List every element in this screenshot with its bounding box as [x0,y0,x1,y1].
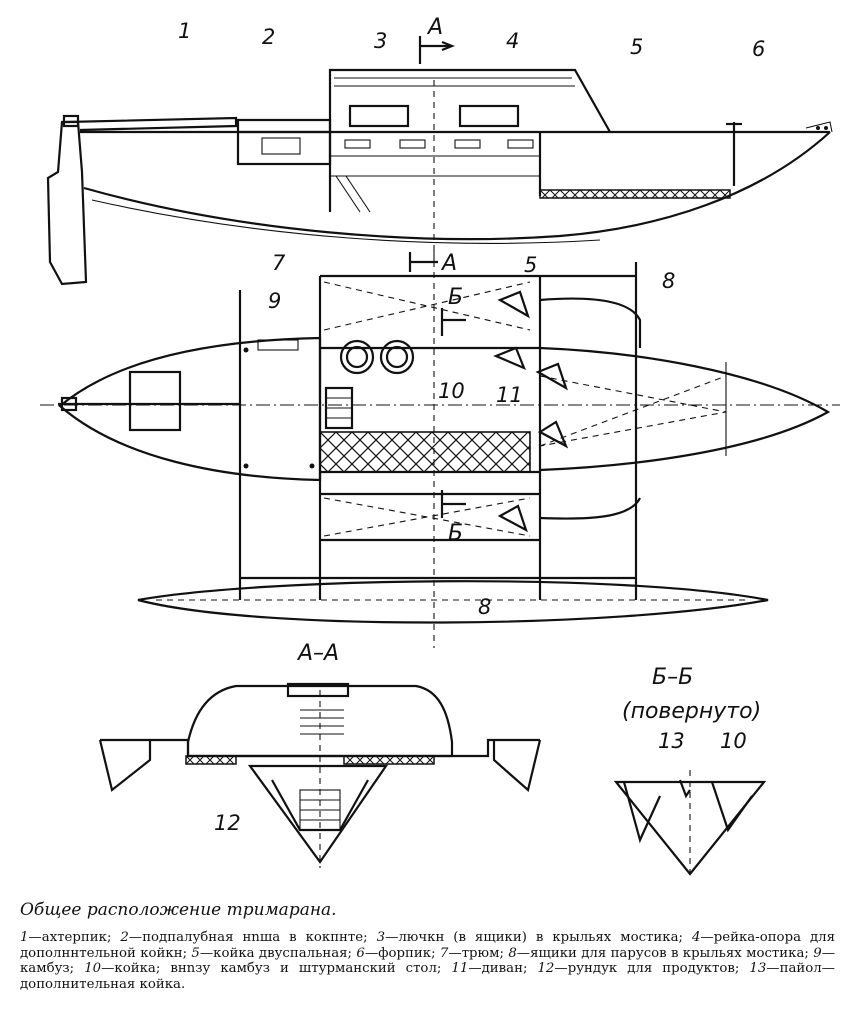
labels: 1 2 3 4 5 6 А 7 А 5 8 9 Б 10 11 Б 8 А–А … [178,15,765,835]
legend-item-6: 6—форпик; [356,945,436,961]
plan-view [40,250,840,648]
caption-legend: 1—ахтерпик; 2—подпалубная нnша в кокпнте… [20,930,835,992]
legend-item-1: 1—ахтерпик; [20,930,112,945]
legend-item-10: 10—койка; внnзу камбуз и штурманский сто… [84,961,442,977]
label-5-top: 5 [630,35,643,59]
label-1: 1 [178,19,191,43]
legend-item-2: 2—подпалубная нnша в кокпнте; [120,930,368,945]
label-8-bottom: 8 [478,595,491,619]
legend-item-8: 8—ящики для парусов в крыльях мостика; [508,945,809,961]
label-3: 3 [374,29,387,53]
label-10-section: 10 [720,729,747,753]
caption-title: Общее расположение тримарана. [20,900,337,920]
label-4: 4 [506,29,519,53]
label-11: 11 [496,383,523,407]
legend-item-5: 5—койка двуспальная; [191,945,353,961]
label-2: 2 [262,25,275,49]
label-10: 10 [438,379,465,403]
legend-item-12: 12—рундук для продуктов; [537,961,740,977]
label-cut-b-bottom: Б [448,521,463,546]
legend-item-11: 11—диван; [451,961,528,977]
section-aa [98,682,542,868]
label-12: 12 [214,811,241,835]
label-cut-a-plan: А [440,251,457,276]
label-7: 7 [272,251,286,275]
label-5-plan: 5 [524,253,537,277]
legend-item-4: 4—рейка-опора для дополннтельной койкн; [20,930,835,961]
legend-item-7: 7—трюм; [439,945,504,961]
label-13: 13 [658,729,685,753]
legend-item-9: 9—камбуз; [20,945,835,977]
label-6: 6 [752,37,765,61]
section-bb-title: Б–Б [652,665,693,690]
side-view [46,36,833,286]
section-bb-note: (повернуто) [622,699,761,724]
section-aa-title: А–А [296,641,339,666]
legend-item-13: 13—пайол—дополнительная койка. [20,961,835,992]
label-9: 9 [268,289,281,313]
legend-item-3: 3—лючкн (в ящики) в крыльях мостика; [376,930,683,945]
label-cut-a-top: А [426,15,443,40]
section-bb [613,770,767,880]
label-8-top: 8 [662,269,675,293]
label-cut-b-top: Б [448,285,463,310]
trimaran-drawing: 1 2 3 4 5 6 А 7 А 5 8 9 Б 10 11 Б 8 А–А … [40,15,840,880]
